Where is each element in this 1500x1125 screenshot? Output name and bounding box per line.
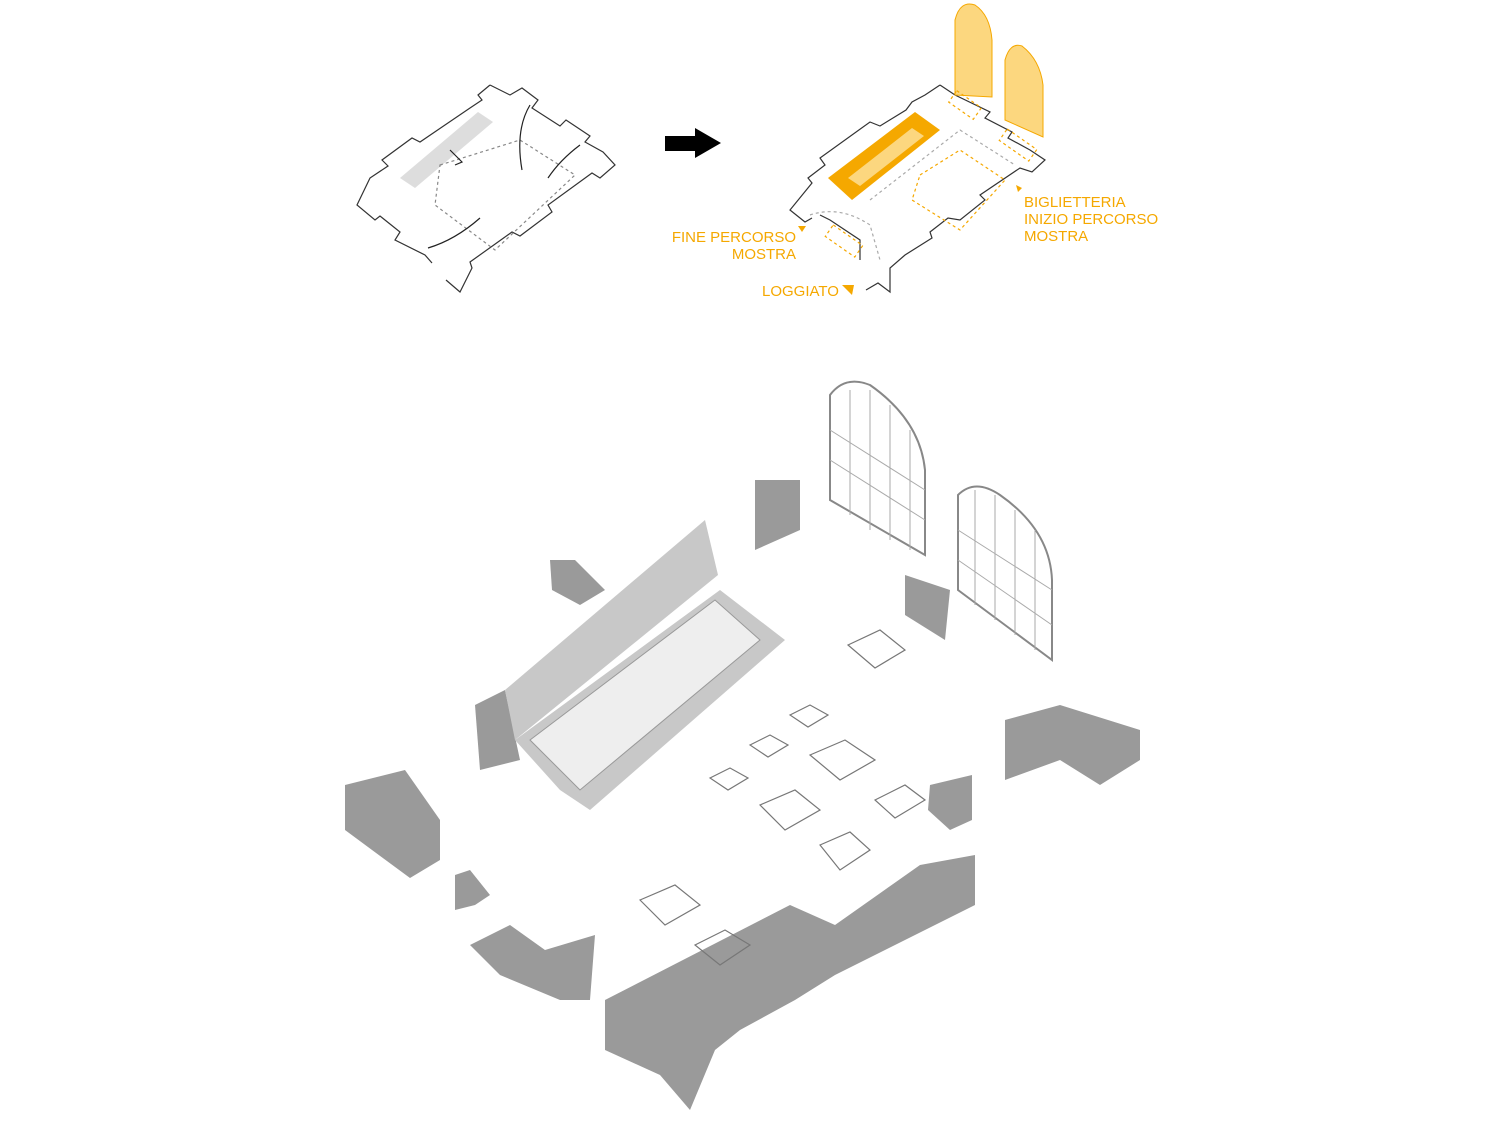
label-biglietteria: BIGLIETTERIA INIZIO PERCORSO MOSTRA [1024,194,1159,245]
windows [829,380,1053,662]
tables-and-chairs [638,629,927,966]
label-fine-percorso-mostra: FINE PERCORSO MOSTRA [671,229,796,263]
isometric-model [345,380,1140,1110]
plan-before [356,84,616,293]
plan-after [789,3,1046,295]
arrow-icon [665,128,721,158]
window-elevations [954,3,1044,138]
label-loggiato: LOGGIATO [762,283,839,300]
